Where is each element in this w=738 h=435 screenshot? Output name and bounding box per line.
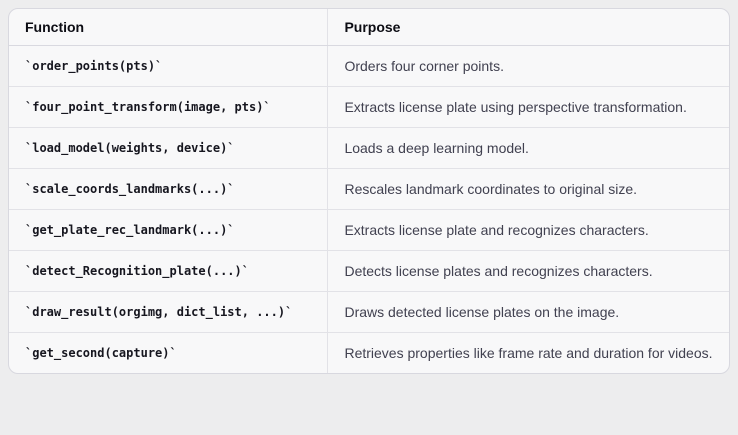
table-row: `detect_Recognition_plate(...)`Detects l… — [9, 250, 729, 292]
table-header: Function Purpose — [9, 9, 729, 46]
function-cell: `load_model(weights, device)` — [9, 127, 328, 169]
table-row: `load_model(weights, device)`Loads a dee… — [9, 127, 729, 169]
purpose-cell: Rescales landmark coordinates to origina… — [327, 168, 729, 210]
function-cell: `get_second(capture)` — [9, 332, 328, 373]
function-reference-table: Function Purpose `order_points(pts)` Orde… — [9, 9, 729, 373]
table-header-row: Function Purpose — [9, 9, 729, 46]
table-row: `scale_coords_landmarks(...)`Rescales la… — [9, 168, 729, 210]
purpose-cell: Detects license plates and recognizes ch… — [327, 250, 729, 292]
function-reference-table-card: Function Purpose `order_points(pts)` Orde… — [8, 8, 730, 374]
purpose-cell: Retrieves properties like frame rate and… — [327, 332, 729, 373]
table-row: `draw_result(orgimg, dict_list, ...)`Dra… — [9, 291, 729, 333]
function-cell: `detect_Recognition_plate(...)` — [9, 250, 328, 292]
table-row: `get_plate_rec_landmark(...)`Extracts li… — [9, 209, 729, 251]
table-body: `order_points(pts)` Orders four corner po… — [9, 45, 729, 373]
column-header-purpose: Purpose — [327, 9, 729, 46]
function-cell: `scale_coords_landmarks(...)` — [9, 168, 328, 210]
table-row: `order_points(pts)` Orders four corner po… — [9, 45, 729, 87]
table-row: `four_point_transform(image, pts)`Extrac… — [9, 86, 729, 128]
column-header-function: Function — [9, 9, 328, 46]
function-cell: `four_point_transform(image, pts)` — [9, 86, 328, 128]
purpose-cell: Orders four corner points. — [327, 45, 729, 87]
purpose-cell: Extracts license plate and recognizes ch… — [327, 209, 729, 251]
table-row: `get_second(capture)`Retrieves propertie… — [9, 332, 729, 373]
function-cell: `order_points(pts)` — [25, 59, 163, 73]
function-cell: `get_plate_rec_landmark(...)` — [9, 209, 328, 251]
function-cell: `draw_result(orgimg, dict_list, ...)` — [9, 291, 328, 333]
purpose-cell: Loads a deep learning model. — [327, 127, 729, 169]
purpose-cell: Extracts license plate using perspective… — [327, 86, 729, 128]
purpose-cell: Draws detected license plates on the ima… — [327, 291, 729, 333]
